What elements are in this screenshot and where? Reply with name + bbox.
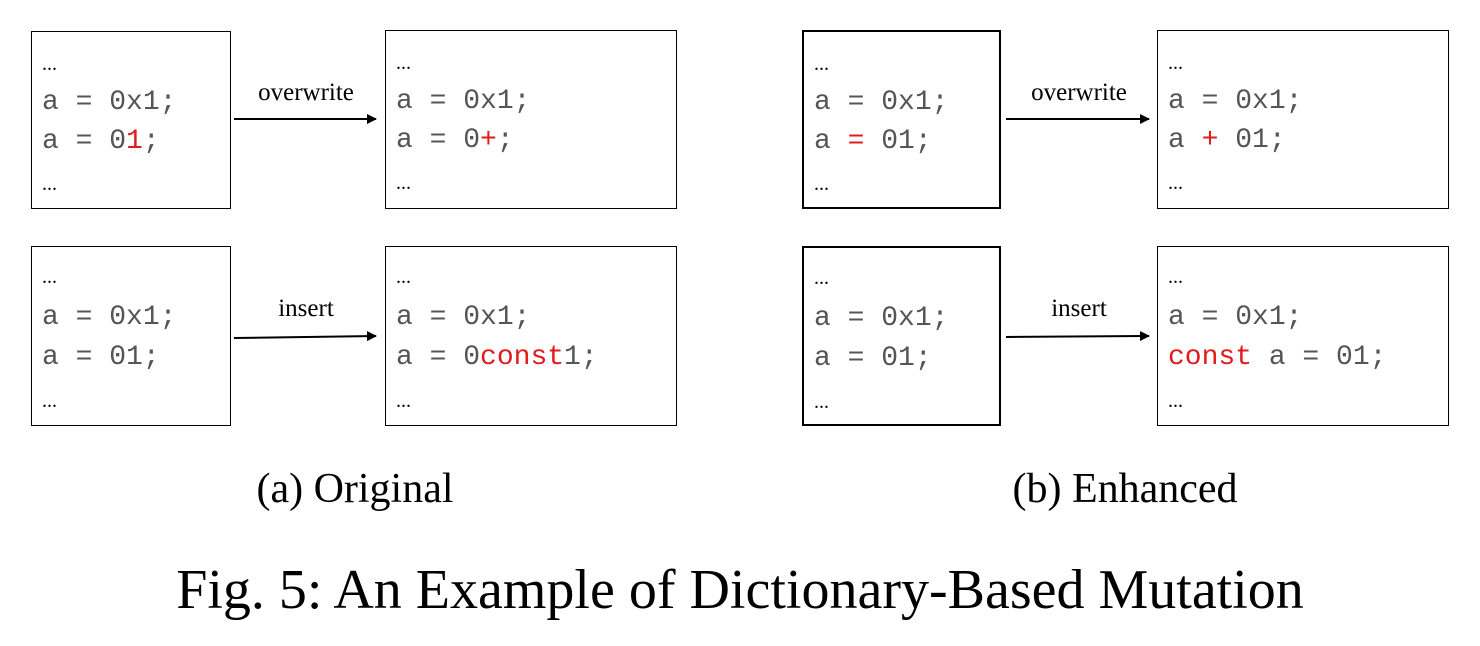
ellipsis: ... [396,266,411,288]
code-token: a = 01; [1252,342,1387,373]
code-token: 0 [463,125,481,156]
subfigure-caption-b: (b) Enhanced [1012,466,1238,512]
code-token: ; [580,342,598,373]
code-token: a [1168,125,1202,156]
ellipsis: ... [1168,52,1183,74]
code-line: const a = 01; [1168,344,1386,372]
code-line: a = 0x1; [814,87,949,118]
arrow-label-insert: insert [278,295,334,322]
code-line: a = 01; [814,128,932,156]
ellipsis: ... [396,390,411,412]
ellipsis: ... [1168,172,1183,194]
code-token: a = [396,342,464,373]
arrow-label-overwrite: overwrite [1031,79,1127,106]
ellipsis: ... [396,52,411,74]
code-token: a = [396,125,464,156]
ellipsis: ... [42,266,57,288]
code-box-a-overwrite-after: ... a = 0x1; a = 0+; ... [385,30,677,209]
subfigure-caption-a: (a) Original [256,466,454,512]
code-box-a-insert-before: ... a = 0x1; a = 01; ... [31,246,231,426]
ellipsis: ... [1168,390,1183,412]
code-line: a = 0x1; [1168,302,1303,333]
code-token: 1 [564,342,581,373]
code-box-b-overwrite-after: ... a = 0x1; a + 01; ... [1157,30,1449,209]
code-box-b-overwrite-before: ... a = 0x1; a = 01; ... [802,30,1001,209]
code-token: 01; [864,126,932,157]
code-token: 01; [1218,125,1286,156]
code-line: a = 0x1; [42,302,177,333]
code-line: a = 0x1; [396,302,531,333]
code-line: a = 0x1; [396,86,531,117]
ellipsis: ... [396,172,411,194]
arrow-b-insert [1005,331,1150,342]
code-token: ; [142,126,160,157]
ellipsis: ... [42,53,57,75]
code-token: 0 [463,342,481,373]
highlighted-token: = [847,126,865,157]
code-box-a-insert-after: ... a = 0x1; a = 0const1; ... [385,246,677,426]
ellipsis: ... [814,53,829,75]
code-box-b-insert-before: ... a = 0x1; a = 01; ... [802,246,1001,426]
code-token: a [814,126,848,157]
arrow-a-insert [233,331,377,342]
ellipsis: ... [814,173,829,195]
code-token: ; [496,125,514,156]
code-line: a = 0x1; [814,303,949,334]
code-box-a-overwrite-before: ... a = 0x1; a = 01; ... [31,31,231,209]
ellipsis: ... [42,390,57,412]
highlighted-token: + [480,125,497,156]
arrow-label-overwrite: overwrite [258,79,354,106]
code-line: a = 0x1; [42,87,177,118]
code-line: a = 01; [42,342,160,373]
code-line: a = 0+; [396,127,514,155]
code-line: a + 01; [1168,127,1286,155]
arrow-label-insert: insert [1051,295,1107,322]
ellipsis: ... [814,391,829,413]
highlighted-token: 1 [126,126,143,157]
code-token: a = [42,126,110,157]
code-line: a = 01; [814,343,932,374]
ellipsis: ... [42,173,57,195]
highlighted-token: const [480,342,565,373]
code-token: 0 [109,126,127,157]
ellipsis: ... [1168,266,1183,288]
code-box-b-insert-after: ... a = 0x1; const a = 01; ... [1157,246,1449,426]
code-line: a = 0const1; [396,344,598,372]
code-line: a = 01; [42,128,160,156]
highlighted-token: const [1168,342,1253,373]
ellipsis: ... [814,267,829,289]
highlighted-token: + [1201,125,1219,156]
code-line: a = 0x1; [1168,86,1303,117]
figure-caption: Fig. 5: An Example of Dictionary-Based M… [176,559,1304,621]
